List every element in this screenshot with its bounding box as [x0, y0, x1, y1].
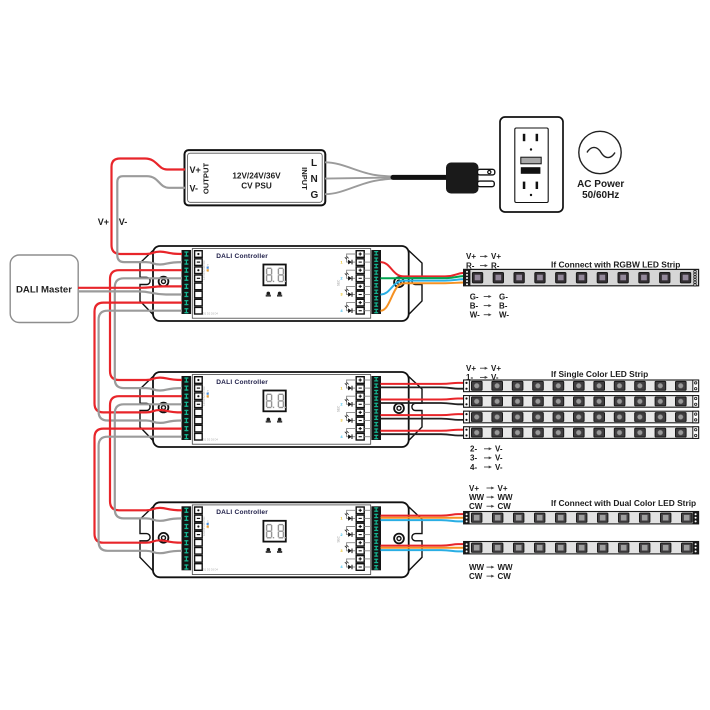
svg-text:Controller: Controller [235, 509, 269, 516]
svg-text:DALI: DALI [216, 509, 232, 516]
svg-text:V+: V+ [98, 217, 109, 227]
svg-text:WW: WW [498, 563, 514, 572]
svg-text:SEC: SEC [337, 535, 341, 542]
svg-text:INPUT: INPUT [300, 167, 309, 190]
svg-text:2-: 2- [470, 445, 477, 454]
svg-text:W-: W- [499, 311, 509, 320]
svg-text:G: G [311, 190, 319, 201]
svg-text:3: 3 [340, 292, 343, 297]
svg-text:50/60Hz: 50/60Hz [582, 190, 619, 201]
svg-text:1-: 1- [466, 373, 473, 382]
svg-text:WW: WW [469, 563, 485, 572]
svg-text:CW: CW [469, 572, 483, 581]
svg-text:SEC: SEC [337, 279, 341, 286]
svg-text:OUTPUT: OUTPUT [202, 163, 211, 195]
svg-text:If Single Color LED Strip: If Single Color LED Strip [551, 369, 648, 379]
svg-text:V-: V- [491, 373, 499, 382]
svg-text:AC Power: AC Power [577, 179, 624, 190]
svg-text:DALI Master: DALI Master [16, 285, 72, 296]
svg-text:R-: R- [491, 261, 500, 270]
svg-text:CW: CW [498, 572, 512, 581]
svg-text:CV PSU: CV PSU [241, 182, 272, 191]
svg-text:Controller: Controller [235, 379, 269, 386]
svg-text:12V/24V/36VDC: 12V/24V/36VDC [202, 260, 206, 280]
svg-text:G-: G- [499, 292, 508, 301]
svg-text:If Connect with Dual Color LED: If Connect with Dual Color LED Strip [551, 498, 696, 508]
svg-text:1: 1 [340, 385, 343, 390]
svg-text:WW: WW [498, 493, 514, 502]
svg-text:V+: V+ [190, 165, 201, 175]
svg-text:V+: V+ [466, 252, 476, 261]
svg-text:Controller: Controller [235, 253, 269, 260]
svg-text:4: 4 [340, 308, 343, 313]
svg-text:V+: V+ [469, 484, 479, 493]
svg-text:V-: V- [495, 454, 503, 463]
svg-text:3-: 3- [470, 454, 477, 463]
svg-text:D1 D2 D3 D4: D1 D2 D3 D4 [203, 569, 218, 572]
svg-text:V+: V+ [466, 364, 476, 373]
svg-text:3: 3 [340, 418, 343, 423]
svg-text:12V/24V/36VDC: 12V/24V/36VDC [202, 516, 206, 536]
svg-text:4: 4 [340, 434, 343, 439]
svg-text:CW: CW [498, 502, 512, 511]
svg-text:4: 4 [340, 564, 343, 569]
svg-text:CW: CW [469, 502, 483, 511]
svg-text:N: N [311, 174, 318, 185]
svg-text:3: 3 [340, 548, 343, 553]
svg-text:1: 1 [340, 259, 343, 264]
svg-text:V+: V+ [498, 484, 508, 493]
svg-text:V-: V- [495, 445, 503, 454]
svg-text:2: 2 [340, 402, 343, 407]
svg-text:G-: G- [470, 292, 479, 301]
svg-text:B-: B- [470, 301, 479, 310]
svg-text:DALI: DALI [216, 253, 232, 260]
svg-text:D1 D2 D3 D4: D1 D2 D3 D4 [203, 438, 218, 441]
svg-text:D1 D2 D3 D4: D1 D2 D3 D4 [203, 312, 218, 315]
svg-text:L: L [311, 158, 317, 169]
svg-text:B-: B- [499, 301, 508, 310]
svg-text:V+: V+ [491, 252, 501, 261]
svg-text:V+: V+ [491, 364, 501, 373]
svg-text:SEC: SEC [337, 405, 341, 412]
svg-text:If Connect with RGBW LED Strip: If Connect with RGBW LED Strip [551, 259, 680, 269]
svg-text:R-: R- [466, 261, 475, 270]
svg-text:12V/24V/36VDC: 12V/24V/36VDC [202, 386, 206, 406]
svg-text:4-: 4- [470, 463, 477, 472]
svg-text:W-: W- [470, 311, 480, 320]
svg-text:V-: V- [190, 184, 199, 194]
svg-text:DALI: DALI [216, 379, 232, 386]
svg-text:WW: WW [469, 493, 485, 502]
svg-text:1: 1 [340, 516, 343, 521]
svg-text:V-: V- [119, 217, 128, 227]
svg-text:2: 2 [340, 532, 343, 537]
svg-text:V-: V- [495, 463, 503, 472]
svg-text:2: 2 [340, 276, 343, 281]
svg-text:12V/24V/36V: 12V/24V/36V [232, 172, 281, 181]
